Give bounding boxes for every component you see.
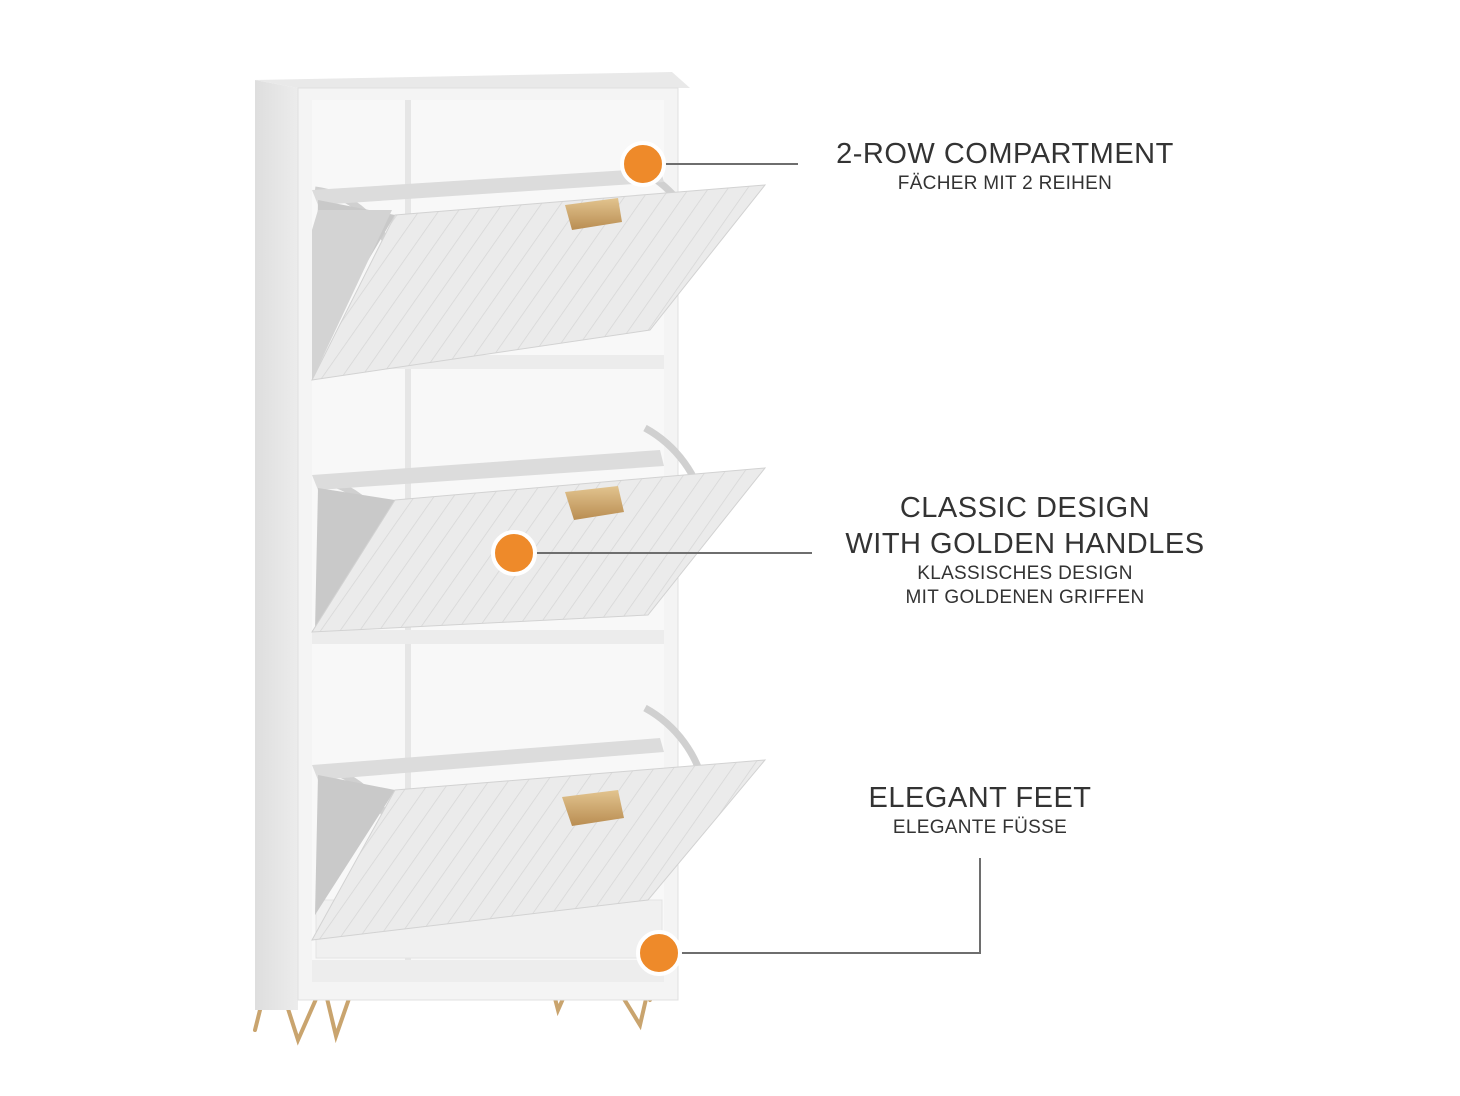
callout-compartment: 2-ROW COMPARTMENT FÄCHER MIT 2 REIHEN: [800, 136, 1210, 196]
callout-subtitle: FÄCHER MIT 2 REIHEN: [897, 173, 1113, 194]
flap-top: [311, 166, 767, 381]
flap-bottom: [311, 704, 767, 941]
marker-feet: [636, 930, 682, 976]
callout-feet: ELEGANT FEET ELEGANTE FÜSSE: [810, 780, 1150, 840]
callout-subtitle-line-2: MIT GOLDENEN GRIFFEN: [905, 587, 1145, 608]
marker-handles: [491, 530, 537, 576]
callout-subtitle-line-1: KLASSISCHES DESIGN: [917, 563, 1133, 584]
callout-title: 2-ROW COMPARTMENT: [836, 138, 1174, 170]
markers: [491, 141, 682, 976]
callout-handles: CLASSIC DESIGN WITH GOLDEN HANDLES KLASS…: [820, 490, 1230, 610]
callout-subtitle: ELEGANTE FÜSSE: [892, 817, 1068, 838]
leader-line-feet: [677, 858, 981, 954]
callout-title-line-1: CLASSIC DESIGN: [899, 492, 1151, 524]
leader-lines: [536, 163, 981, 954]
callout-title: ELEGANT FEET: [868, 782, 1092, 814]
callout-title-line-2: WITH GOLDEN HANDLES: [845, 528, 1205, 560]
flap-middle: [311, 424, 767, 633]
marker-compartment: [620, 141, 666, 187]
